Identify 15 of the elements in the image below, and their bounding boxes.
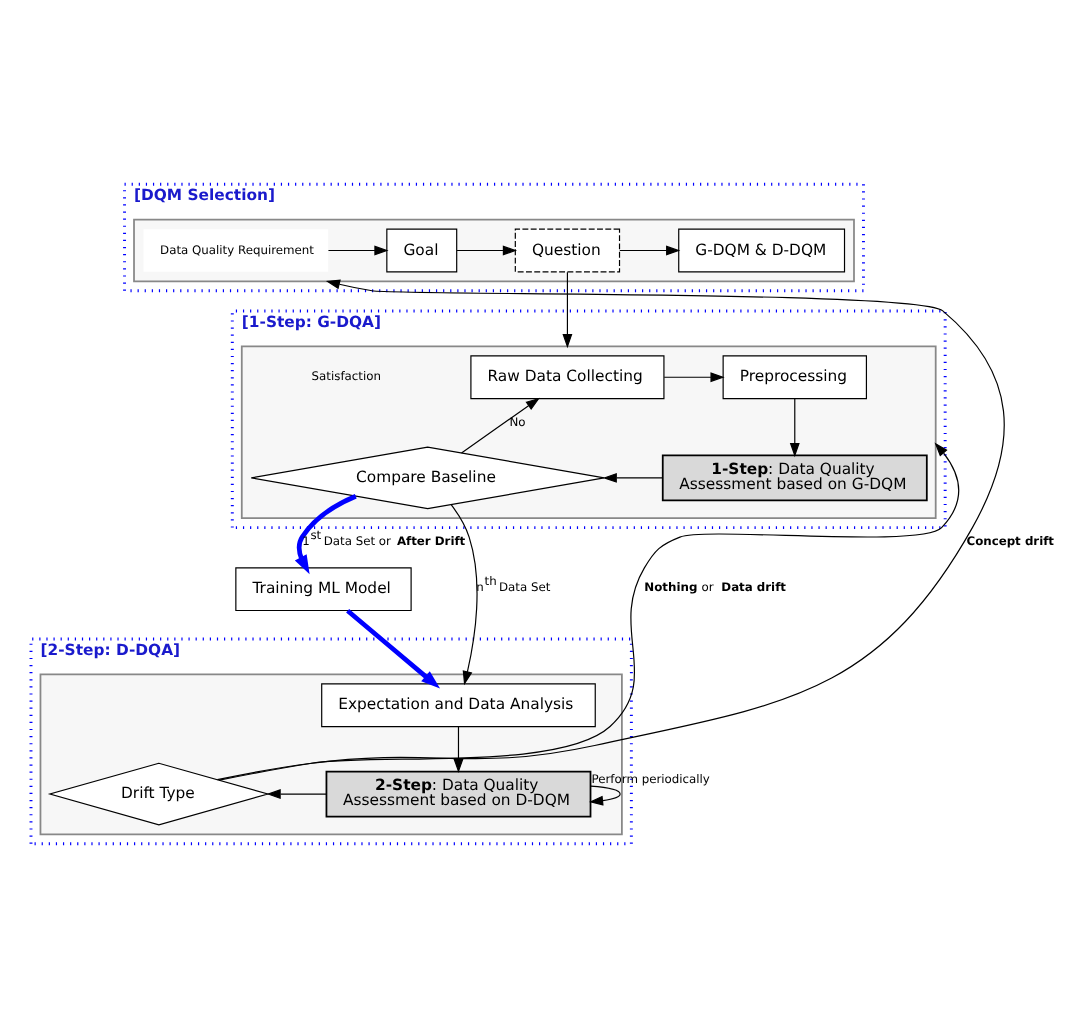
cluster xyxy=(133,217,855,282)
arrow xyxy=(588,784,621,805)
arrow xyxy=(562,270,573,348)
arrow xyxy=(266,788,327,799)
arrow xyxy=(218,441,960,780)
arrow xyxy=(216,278,1005,780)
arrow xyxy=(619,244,681,255)
cluster xyxy=(240,344,937,519)
arrow xyxy=(327,244,389,255)
arrow xyxy=(453,725,464,773)
arrow xyxy=(456,244,518,255)
arrow xyxy=(602,471,663,482)
arrow xyxy=(460,396,540,453)
arrow xyxy=(789,397,800,457)
arrow xyxy=(663,371,725,382)
